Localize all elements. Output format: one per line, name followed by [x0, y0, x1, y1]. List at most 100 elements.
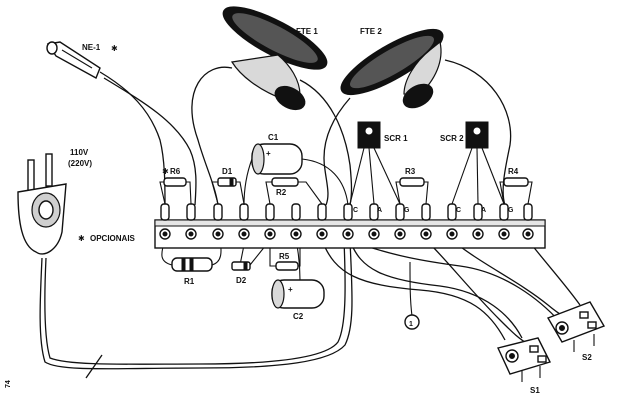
- power-cord-b: [44, 239, 346, 365]
- scr1-hole: [364, 126, 374, 136]
- s2-terminal-a: [579, 311, 589, 319]
- s1-wire-a: [321, 239, 506, 341]
- lug: [185, 203, 197, 240]
- lug: [264, 203, 276, 240]
- lug: [316, 203, 328, 240]
- d2-label: D2: [236, 276, 247, 285]
- neon-bulb-tip: [46, 41, 58, 55]
- scr1-pin-g-label: G: [404, 207, 410, 214]
- r4-body: [503, 177, 529, 187]
- margin-mark: 74: [5, 380, 12, 388]
- callout-number: 1: [409, 321, 413, 328]
- lug: [446, 203, 458, 240]
- c1-end: [251, 143, 265, 175]
- d1-label: D1: [222, 167, 233, 176]
- neon-bulb-body: [46, 41, 101, 79]
- s1-label: S1: [530, 386, 540, 395]
- switch-s1: [497, 337, 551, 382]
- neon-wire-b: [103, 77, 197, 206]
- scr1-label: SCR 1: [384, 134, 408, 143]
- neon-electrode: [61, 49, 93, 69]
- fte2-wire-right: [444, 59, 512, 206]
- plug-pin-right: [45, 153, 53, 187]
- r6-lead-right: [186, 181, 192, 205]
- r6-body: [163, 177, 187, 187]
- c2-end: [271, 279, 285, 309]
- s1-terminal-b: [537, 355, 547, 363]
- lug: [290, 203, 302, 240]
- s2-label: S2: [582, 353, 592, 362]
- callout-1: [404, 314, 420, 330]
- r2-lead-right: [298, 181, 323, 205]
- r5-body: [275, 261, 299, 271]
- fte1-label: FTE 1: [296, 27, 318, 36]
- lug: [472, 203, 484, 240]
- r6-lead-left: [159, 181, 166, 205]
- scr1-pin-a: [368, 147, 375, 205]
- s1-wire-b: [349, 239, 523, 339]
- capacitor-c1: [243, 143, 349, 206]
- neon-label: NE-1: [82, 43, 101, 52]
- r3-label: R3: [405, 167, 416, 176]
- scr2-label: SCR 2: [440, 134, 464, 143]
- plug-face-inner: [38, 200, 54, 220]
- resistor-r3: [395, 177, 429, 205]
- resistor-r6: [159, 177, 192, 205]
- r3-lead-left: [395, 181, 401, 205]
- neon-optional-star: ✱: [111, 44, 118, 53]
- r3-lead-right: [424, 181, 429, 205]
- wires: [39, 59, 581, 379]
- s2-wire-b: [451, 239, 576, 320]
- scr1-pin-a-label: A: [377, 207, 382, 214]
- lug: [420, 203, 432, 240]
- callout-leader: [409, 261, 413, 317]
- scr2-pin-g-label: G: [508, 207, 514, 214]
- strip-lugs: [159, 203, 534, 240]
- scr2-pin-g: [481, 147, 505, 205]
- resistor-r2: [265, 177, 323, 205]
- c2-plus: +: [288, 285, 293, 294]
- plug-pin-left: [27, 159, 35, 193]
- r4-lead-right: [527, 181, 533, 205]
- neon-lamp: [46, 41, 101, 79]
- strip-top-edge: [154, 219, 546, 227]
- s2-terminal-b: [587, 321, 597, 329]
- r4-label: R4: [508, 167, 519, 176]
- c1-label: C1: [268, 133, 279, 142]
- scr1-pin-g: [373, 147, 401, 205]
- lug: [159, 203, 171, 240]
- d1-lead-left: [211, 181, 219, 205]
- scr2-pin-a: [476, 147, 479, 205]
- diode-d2: [231, 261, 251, 271]
- resistor-r1: [171, 257, 213, 272]
- r6-optional-star: ✱: [162, 167, 169, 176]
- r4-lead-left: [499, 181, 505, 205]
- scr2: [451, 121, 505, 205]
- power-cord-a: [39, 239, 353, 370]
- scr1-pin-c: [349, 147, 365, 205]
- d2-band: [243, 261, 248, 271]
- speaker-fte1: [222, 6, 328, 111]
- scr2-pin-c: [451, 147, 473, 205]
- s1-wire-c: [425, 239, 531, 346]
- speaker-fte2: [340, 28, 444, 109]
- lug: [368, 203, 380, 240]
- d1-lead-right: [236, 181, 245, 205]
- r1-label: R1: [184, 277, 195, 286]
- capacitor-c2: [271, 279, 325, 309]
- neon-wire-a: [99, 71, 166, 206]
- fte2-wire-left: [323, 97, 351, 206]
- voltage-alt-label: (220V): [68, 159, 92, 168]
- c1-plus: +: [266, 149, 271, 158]
- scr2-hole: [472, 126, 482, 136]
- scr1-pin-c-label: C: [353, 207, 358, 214]
- c2-label: C2: [293, 312, 304, 321]
- fte1-wire-right: [299, 79, 353, 206]
- r3-body: [399, 177, 425, 187]
- scr2-pin-c-label: C: [456, 207, 461, 214]
- fte2-magnet: [402, 83, 434, 109]
- resistor-r5: [275, 261, 299, 271]
- voltage-label: 110V: [70, 148, 89, 157]
- callout-circle: [404, 314, 420, 330]
